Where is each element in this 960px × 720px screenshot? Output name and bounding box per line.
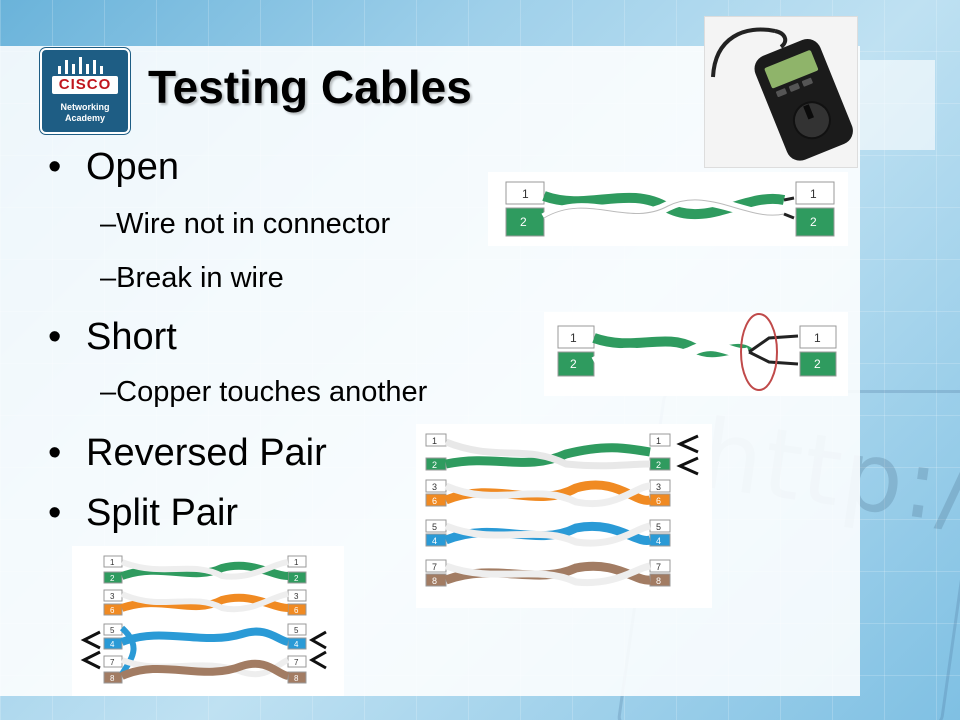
sub-bullet-copper-touches-another: –Copper touches another xyxy=(100,376,428,408)
svg-text:3: 3 xyxy=(294,592,299,601)
logo-subtitle-line2: Academy xyxy=(64,113,106,123)
svg-text:1: 1 xyxy=(110,558,115,567)
svg-text:5: 5 xyxy=(294,626,299,635)
split-arrow-right-bottom-icon xyxy=(308,650,327,670)
bullet-reversed-pair: •Reversed Pair xyxy=(48,432,327,474)
svg-text:2: 2 xyxy=(810,215,817,229)
logo-brand: CISCO xyxy=(52,76,118,94)
svg-text:1: 1 xyxy=(432,436,437,446)
logo-subtitle: Networking Academy xyxy=(42,102,128,124)
reversed-arrow-top-icon xyxy=(676,434,699,454)
slide-title: Testing Cables xyxy=(148,61,472,113)
cable-tester-icon xyxy=(711,27,853,161)
content-panel-tab xyxy=(860,60,935,150)
cable-tester-image xyxy=(704,16,858,168)
svg-text:2: 2 xyxy=(520,215,527,229)
short-wire-diagram: 1 2 1 2 xyxy=(544,312,848,396)
logo-subtitle-line1: Networking xyxy=(60,102,110,112)
svg-text:2: 2 xyxy=(570,357,577,371)
svg-text:1: 1 xyxy=(810,187,817,201)
svg-text:5: 5 xyxy=(110,626,115,635)
svg-text:6: 6 xyxy=(656,496,661,506)
svg-text:5: 5 xyxy=(432,522,437,532)
svg-text:1: 1 xyxy=(294,558,299,567)
reversed-arrow-bottom-icon xyxy=(676,456,699,476)
split-arrow-right-top-icon xyxy=(308,630,327,650)
svg-text:6: 6 xyxy=(294,606,299,615)
svg-text:2: 2 xyxy=(110,574,115,583)
svg-text:8: 8 xyxy=(432,576,437,586)
svg-text:7: 7 xyxy=(110,658,115,667)
svg-text:4: 4 xyxy=(110,640,115,649)
cisco-bars-icon xyxy=(58,57,103,74)
cisco-networking-academy-logo: CISCO Networking Academy xyxy=(40,48,130,134)
svg-text:4: 4 xyxy=(656,536,661,546)
svg-text:1: 1 xyxy=(570,331,577,345)
sub-bullet-wire-not-in-connector: –Wire not in connector xyxy=(100,208,391,240)
svg-text:8: 8 xyxy=(656,576,661,586)
svg-text:2: 2 xyxy=(432,460,437,470)
svg-text:3: 3 xyxy=(432,482,437,492)
svg-text:7: 7 xyxy=(432,562,437,572)
split-arrow-left-top-icon xyxy=(80,630,101,650)
svg-text:6: 6 xyxy=(110,606,115,615)
svg-text:3: 3 xyxy=(656,482,661,492)
bullet-open: •Open xyxy=(48,146,179,188)
svg-text:1: 1 xyxy=(522,187,529,201)
svg-text:1: 1 xyxy=(656,436,661,446)
bullet-short: •Short xyxy=(48,316,177,358)
reversed-pair-diagram: 1 2 3 6 5 4 7 8 1 2 3 6 5 4 7 8 xyxy=(416,424,712,608)
svg-text:1: 1 xyxy=(814,331,821,345)
svg-text:5: 5 xyxy=(656,522,661,532)
svg-text:8: 8 xyxy=(110,674,115,683)
svg-text:8: 8 xyxy=(294,674,299,683)
sub-bullet-break-in-wire: –Break in wire xyxy=(100,262,284,294)
split-pair-diagram: 1 2 3 6 5 4 7 8 1 2 3 6 5 4 7 8 xyxy=(72,546,344,696)
svg-text:4: 4 xyxy=(432,536,437,546)
svg-text:2: 2 xyxy=(294,574,299,583)
svg-text:7: 7 xyxy=(656,562,661,572)
open-wire-diagram: 1 2 1 2 xyxy=(488,172,848,246)
svg-text:7: 7 xyxy=(294,658,299,667)
svg-text:4: 4 xyxy=(294,640,299,649)
svg-text:2: 2 xyxy=(656,460,661,470)
svg-text:6: 6 xyxy=(432,496,437,506)
svg-text:3: 3 xyxy=(110,592,115,601)
svg-text:2: 2 xyxy=(814,357,821,371)
bullet-split-pair: •Split Pair xyxy=(48,492,239,534)
split-arrow-left-bottom-icon xyxy=(80,650,101,670)
